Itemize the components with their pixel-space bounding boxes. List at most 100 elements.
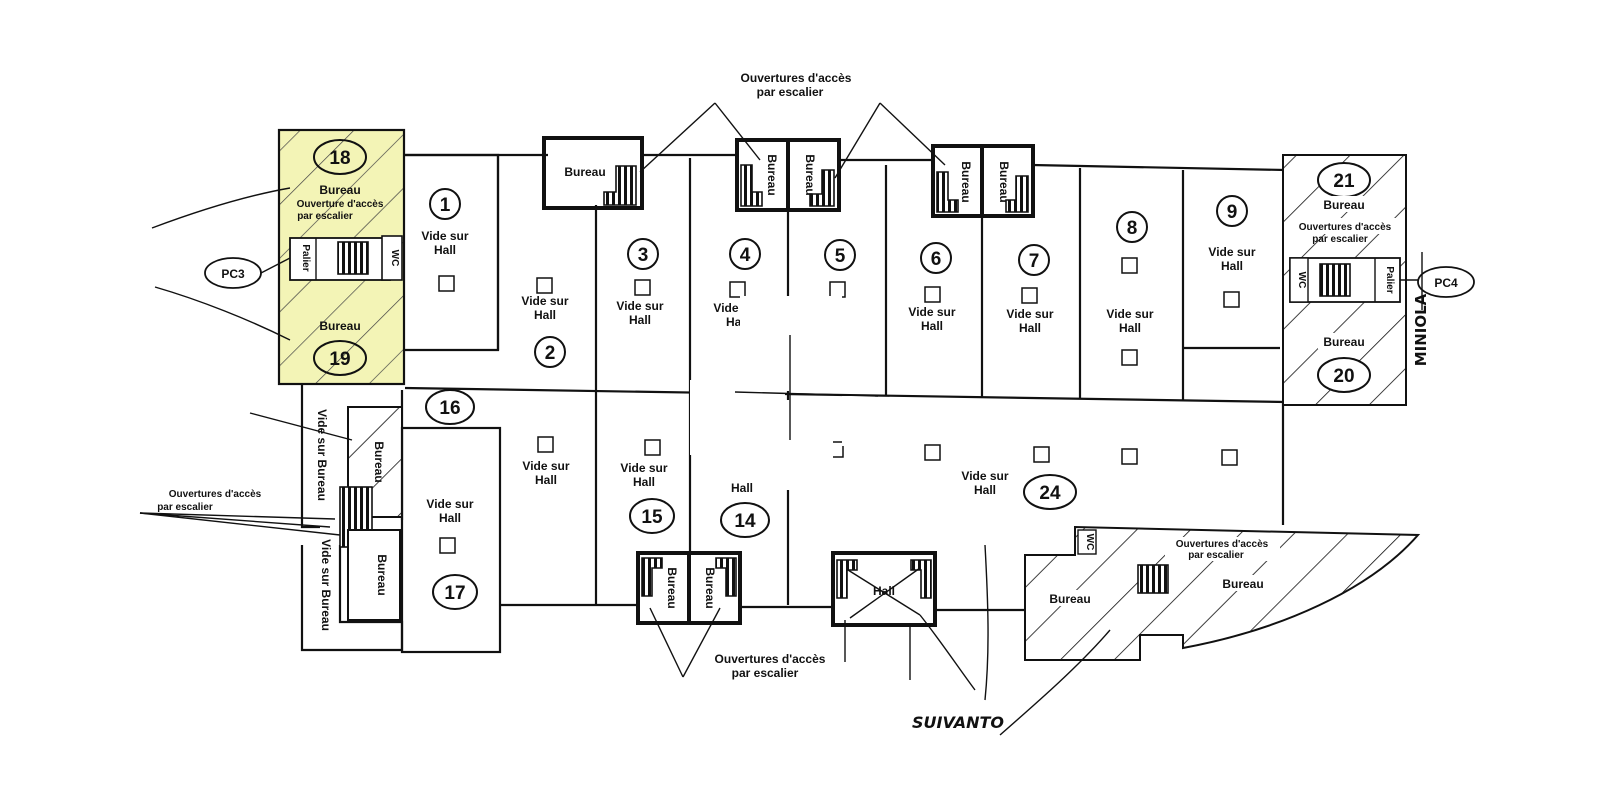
handwritten-right: MINIOLA: [1412, 293, 1430, 366]
svg-text:Bureau: Bureau: [375, 554, 389, 595]
svg-text:Ouvertures d'accès: Ouvertures d'accès: [1176, 539, 1269, 550]
svg-text:Vide sur Bureau: Vide sur Bureau: [319, 539, 333, 631]
svg-text:Vide sur: Vide sur: [522, 459, 569, 473]
svg-text:17: 17: [444, 583, 465, 604]
callout-bottom: Ouvertures d'accès par escalier: [649, 607, 911, 680]
room-7: 7 Vide sur Hall: [1006, 168, 1082, 399]
svg-text:Bureau: Bureau: [1323, 198, 1364, 212]
room-14: Hall 14: [720, 394, 790, 605]
svg-text:Bureau: Bureau: [665, 567, 679, 608]
svg-text:1: 1: [440, 195, 451, 216]
svg-text:Vide sur: Vide sur: [620, 461, 667, 475]
svg-text:par escalier: par escalier: [1188, 550, 1244, 561]
svg-text:Vide sur: Vide sur: [908, 305, 955, 319]
svg-text:Bureau: Bureau: [765, 154, 779, 195]
svg-text:Hall: Hall: [633, 475, 655, 489]
svg-text:Hall: Hall: [921, 319, 943, 333]
svg-text:Vide sur: Vide sur: [426, 497, 473, 511]
ouverture-18-line1: Ouverture d'accès: [297, 199, 384, 210]
room-18-label: Bureau: [319, 183, 360, 197]
pc3-label: PC3: [221, 267, 245, 281]
room-9: 9 Vide sur Hall: [1183, 195, 1280, 350]
svg-text:15: 15: [641, 507, 663, 528]
svg-text:Bureau: Bureau: [372, 441, 386, 482]
svg-text:Hall: Hall: [731, 481, 753, 495]
svg-text:Ouvertures d'accès: Ouvertures d'accès: [169, 489, 262, 500]
bureau-top-left: Bureau: [542, 136, 644, 210]
svg-text:par escalier: par escalier: [157, 502, 213, 513]
bureau-bottom-right: WC Bureau Bureau Ouvertures d'accès par …: [1024, 525, 1421, 661]
svg-text:4: 4: [740, 245, 751, 266]
svg-text:par escalier: par escalier: [1312, 234, 1368, 245]
svg-text:Hall: Hall: [439, 511, 461, 525]
svg-text:Hall: Hall: [534, 308, 556, 322]
block-20-21: Palier WC 21 Bureau Ouvertures d'accès p…: [1282, 154, 1475, 406]
svg-text:Ouvertures d'accès: Ouvertures d'accès: [741, 71, 852, 85]
svg-text:Ouvertures d'accès: Ouvertures d'accès: [1299, 222, 1392, 233]
svg-text:Hall: Hall: [629, 313, 651, 327]
bureau-pair-6-7: Bureau Bureau: [931, 144, 1035, 218]
room-6: 6 Vide sur Hall: [908, 216, 984, 397]
svg-text:7: 7: [1029, 251, 1040, 272]
callout-top: Ouvertures d'accès par escalier: [639, 71, 946, 179]
svg-text:Hall: Hall: [1019, 321, 1041, 335]
svg-text:Vide sur: Vide sur: [1006, 307, 1053, 321]
room-19-circle: [313, 340, 367, 376]
svg-text:Hall: Hall: [1221, 259, 1243, 273]
svg-text:WC: WC: [1084, 534, 1095, 551]
svg-text:16: 16: [439, 398, 460, 419]
svg-text:Vide sur: Vide sur: [1106, 307, 1153, 321]
block-16: Bureau Vide sur Bureau Vide sur Bureau B…: [139, 385, 475, 652]
handwritten-annotations: SUIVANTO: [912, 544, 1111, 736]
pc4-marker: [1417, 266, 1475, 298]
svg-text:Bureau: Bureau: [1049, 592, 1090, 606]
svg-text:Hall: Hall: [535, 473, 557, 487]
svg-text:par escalier: par escalier: [732, 666, 799, 680]
svg-text:8: 8: [1127, 218, 1138, 239]
svg-text:WC: WC: [1296, 272, 1307, 289]
svg-text:Bureau: Bureau: [1222, 577, 1263, 591]
svg-text:Hall: Hall: [434, 243, 456, 257]
room-2: Vide sur Hall 2: [496, 155, 598, 392]
svg-text:Bureau: Bureau: [703, 567, 717, 608]
palier-left: Palier: [300, 244, 311, 271]
room-19-number: 19: [329, 349, 350, 370]
svg-text:Bureau: Bureau: [1323, 335, 1364, 349]
white-patch: [690, 296, 879, 490]
room-18-number: 18: [329, 148, 350, 169]
svg-text:3: 3: [638, 245, 649, 266]
svg-text:Vide sur: Vide sur: [616, 299, 663, 313]
hall-24: Vide sur Hall 24: [827, 441, 1238, 510]
ouverture-18-line2: par escalier: [297, 211, 353, 222]
room-17: Vide sur Hall 17: [400, 426, 502, 654]
svg-text:Bureau: Bureau: [959, 161, 973, 202]
svg-text:Bureau: Bureau: [564, 165, 605, 179]
svg-text:6: 6: [931, 249, 942, 270]
svg-text:Bureau: Bureau: [803, 154, 817, 195]
svg-text:Vide sur: Vide sur: [421, 229, 468, 243]
room-3: 3 Vide sur Hall: [616, 158, 692, 394]
svg-text:Palier: Palier: [1384, 266, 1395, 293]
handwritten-bottom: SUIVANTO: [912, 713, 1004, 732]
room-1: 1 Vide sur Hall: [405, 153, 500, 352]
svg-text:Hall: Hall: [1119, 321, 1141, 335]
room-18-circle: [313, 139, 367, 175]
svg-text:Vide sur Bureau: Vide sur Bureau: [315, 409, 329, 501]
svg-text:5: 5: [835, 246, 846, 267]
svg-text:Vide sur: Vide sur: [1208, 245, 1255, 259]
svg-text:Hall: Hall: [974, 483, 996, 497]
room-8: 8 Vide sur Hall: [1106, 170, 1185, 400]
svg-text:Hall: Hall: [873, 584, 895, 598]
pc4-label: PC4: [1434, 276, 1458, 290]
block-18-19: Palier WC 18 Bureau Ouverture d'accès pa…: [151, 128, 406, 386]
svg-text:14: 14: [734, 511, 756, 532]
svg-text:2: 2: [545, 343, 556, 364]
svg-text:par escalier: par escalier: [757, 85, 824, 99]
svg-text:20: 20: [1333, 366, 1354, 387]
hall-stair-bottom: Hall: [831, 551, 937, 627]
svg-text:Ouvertures d'accès: Ouvertures d'accès: [715, 652, 826, 666]
wc-left: WC: [389, 250, 400, 267]
svg-text:Vide sur: Vide sur: [961, 469, 1008, 483]
bureau-pair-bottom: Bureau Bureau: [636, 551, 742, 625]
